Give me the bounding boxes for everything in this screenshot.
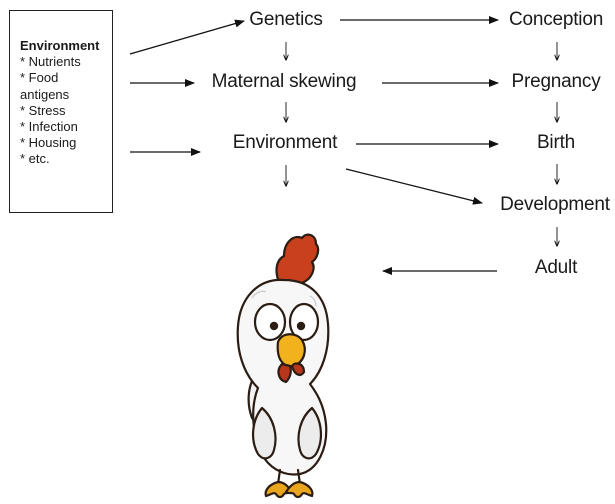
environment-box-item: * etc.	[20, 151, 50, 167]
node-environment: Environment	[232, 132, 338, 153]
chicken-left-wing	[252, 406, 277, 460]
chicken-left-eye	[253, 302, 287, 342]
node-maternal-skewing: Maternal skewing	[211, 71, 357, 92]
chicken-right-eye	[288, 302, 320, 342]
environment-box-item: * Housing	[20, 135, 77, 151]
chicken-right-wing	[297, 406, 322, 460]
chicken-wattle	[277, 362, 292, 384]
environment-factors-box: Environment * Nutrients * Food antigens …	[9, 10, 113, 213]
environment-box-title: Environment	[20, 38, 100, 53]
node-development: Development	[500, 194, 610, 215]
node-genetics: Genetics	[249, 9, 323, 30]
environment-box-item: * Infection	[20, 119, 78, 135]
arrow-box-to-genetics	[129, 19, 245, 55]
environment-box-item: antigens	[20, 86, 70, 102]
environment-box-item: * Stress	[20, 102, 66, 118]
chicken-beak	[276, 333, 306, 368]
chicken-comb	[275, 233, 320, 287]
node-conception: Conception	[508, 9, 604, 30]
node-birth: Birth	[536, 132, 576, 153]
arrow-environment-to-development	[345, 168, 483, 205]
chicken-right-foot	[284, 480, 314, 499]
environment-box-item: * Food	[20, 70, 59, 86]
cartoon-chicken-icon	[236, 233, 330, 499]
node-pregnancy: Pregnancy	[511, 71, 601, 92]
environment-box-item: * Nutrients	[20, 54, 81, 70]
node-adult: Adult	[534, 257, 578, 278]
